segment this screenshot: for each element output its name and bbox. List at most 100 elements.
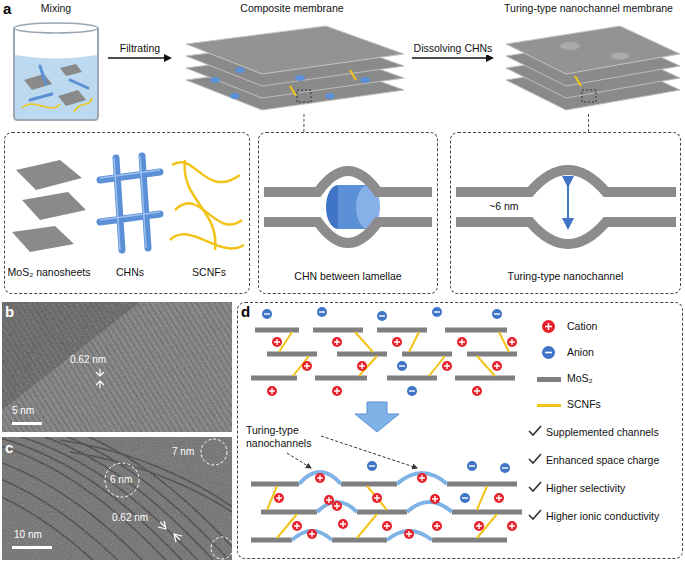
scnf-links-bottom <box>267 486 497 538</box>
tem-noise <box>2 302 232 432</box>
scnf <box>350 70 356 80</box>
connector-line <box>108 57 165 58</box>
zoom-square <box>297 90 311 102</box>
sheet <box>506 26 680 74</box>
cation <box>507 521 517 531</box>
anion <box>262 309 272 319</box>
dashed-box: Turing-type nanochannel~6 nm <box>450 132 681 294</box>
dashed-box: Turing-type nanochannelsSupplemented cha… <box>237 302 683 559</box>
pore-circle <box>201 439 227 465</box>
composite-membrane <box>186 26 404 110</box>
tem-fringes <box>2 437 232 560</box>
arrow-head <box>486 54 494 62</box>
cation <box>494 493 504 503</box>
node-text: CHN between lamellae <box>259 270 437 283</box>
bump <box>560 42 580 50</box>
node-text: Higher selectivity <box>546 482 680 495</box>
chn-highlight <box>100 156 160 250</box>
legend-text: MoS₂ <box>567 372 593 385</box>
chn-network <box>100 156 160 250</box>
leader-arrow <box>287 453 311 468</box>
node-text: Turing-type nanochannel membrane <box>494 2 683 15</box>
tem-ground <box>2 437 232 560</box>
chn <box>325 93 335 99</box>
flake <box>24 74 52 90</box>
image-label: 6 nm <box>110 474 132 486</box>
cation <box>382 521 392 531</box>
legend-row: SCNFs <box>537 397 677 413</box>
cation <box>324 495 334 505</box>
sheet <box>264 222 432 243</box>
transition-arrow <box>355 402 399 432</box>
scale-bar <box>12 422 42 425</box>
image-label: 7 nm <box>172 446 194 458</box>
zoom-square <box>582 90 596 102</box>
anion <box>377 311 387 321</box>
legend-swatch <box>537 404 561 407</box>
image-label: 0.62 nm <box>70 354 106 366</box>
sheet <box>456 222 676 244</box>
cation <box>474 521 484 531</box>
node-text: Enhanced space charge <box>546 454 680 467</box>
anion <box>397 361 407 371</box>
anion <box>432 307 442 317</box>
anion <box>460 493 470 503</box>
anion <box>467 461 477 471</box>
tem-fringes <box>2 302 232 432</box>
sheet <box>264 171 432 192</box>
tem-image-c <box>0 420 260 562</box>
beaker <box>14 23 98 120</box>
legend-text: Cation <box>567 320 597 333</box>
arrow-head <box>164 54 172 62</box>
legend-sign <box>542 320 555 333</box>
chn <box>360 77 370 83</box>
chn <box>235 67 245 73</box>
legend-sign <box>542 346 555 359</box>
chn-lamellae <box>264 171 432 243</box>
cation <box>372 493 382 503</box>
cation <box>332 337 342 347</box>
connector <box>412 54 494 62</box>
image-label: 5 nm <box>12 405 34 417</box>
cation <box>492 361 502 371</box>
turing-humps <box>292 472 452 540</box>
node-text: SCNFs <box>170 266 248 279</box>
image-label: 10 nm <box>14 529 42 541</box>
scnf <box>575 76 581 86</box>
cation <box>267 386 277 396</box>
nanosheet <box>22 192 86 220</box>
scnf-fibers <box>170 160 244 250</box>
leader-arrow <box>321 436 417 468</box>
chn <box>230 93 240 99</box>
nanosheet <box>16 160 82 190</box>
anion <box>500 463 510 473</box>
connector-line <box>303 114 304 132</box>
stage-region: Mixing <box>4 2 108 122</box>
mos2-layers-bottom <box>251 482 522 543</box>
cation <box>392 337 402 347</box>
node-text: Supplemented channels <box>546 426 680 439</box>
nanosheet <box>12 226 74 252</box>
scale-bar <box>12 546 52 549</box>
cation <box>332 386 342 396</box>
edge-label: Filtrating <box>118 42 162 55</box>
cation <box>507 337 517 347</box>
check-marks <box>529 426 541 519</box>
cation <box>307 529 317 539</box>
sign-stroke <box>545 352 552 354</box>
cation <box>274 493 284 503</box>
legend-swatch <box>542 320 555 333</box>
beaker-glass <box>14 28 98 120</box>
chn-rods <box>30 66 88 100</box>
cation <box>315 473 325 483</box>
legend-text: SCNFs <box>567 398 601 411</box>
scnf-links-top <box>279 332 509 376</box>
mos2-layers-top <box>251 328 517 381</box>
node-text: Mixing <box>4 2 108 15</box>
tem-ground <box>2 302 232 432</box>
legend-swatch <box>537 377 561 382</box>
anion <box>492 309 502 319</box>
panel-letter: a <box>3 0 11 18</box>
flake <box>58 90 86 106</box>
connector <box>588 114 589 132</box>
